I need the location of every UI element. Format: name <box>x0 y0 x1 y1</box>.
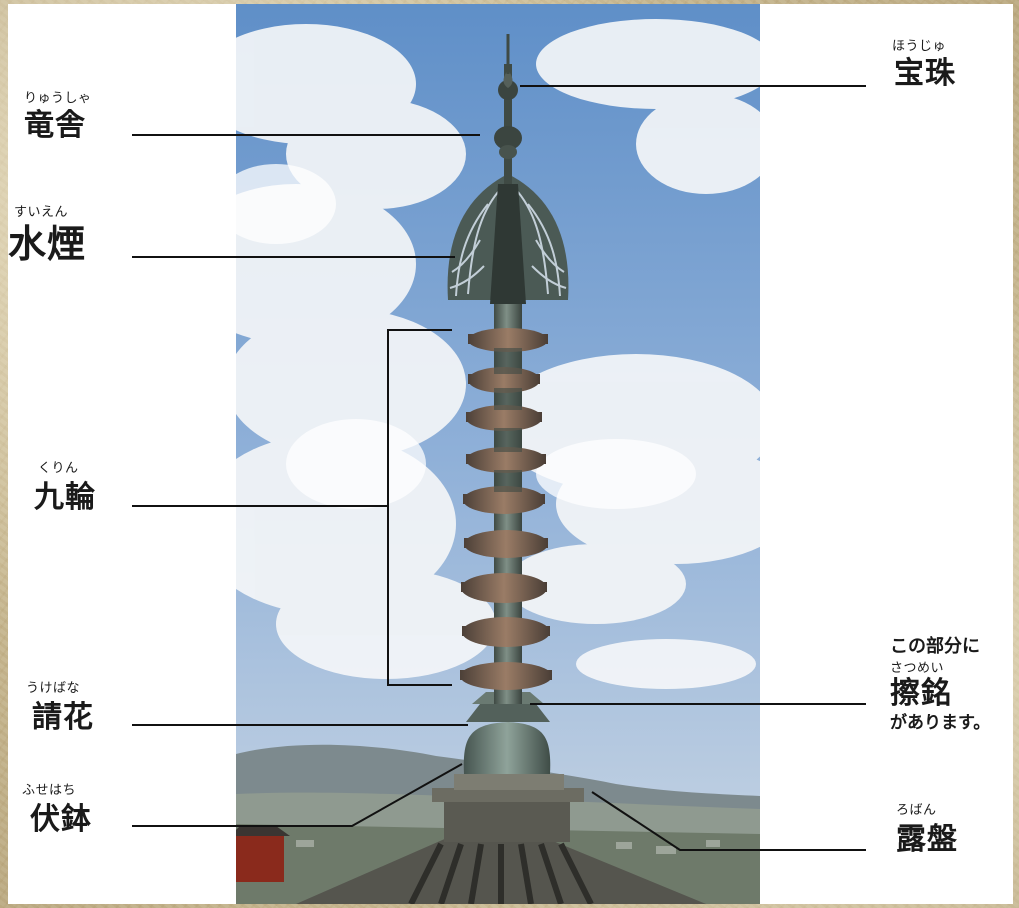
hoju-name: 宝珠 <box>894 56 956 91</box>
bracket-kurin <box>387 329 452 686</box>
fusebachi-ruby: ふせはち <box>22 783 77 798</box>
satsumei-name: 擦銘 <box>890 676 952 711</box>
kurin-ruby: くりん <box>38 461 79 476</box>
leader-roban <box>591 791 866 851</box>
roban-ruby: ろばん <box>896 803 937 818</box>
suien-ruby: すいえん <box>14 205 69 220</box>
ukebana-ruby: うけばな <box>26 681 81 696</box>
ukebana-name: 請花 <box>32 700 94 735</box>
satsumei-ruby: さつめい <box>890 661 945 676</box>
kurin-label: くりん 九輪 <box>34 462 96 513</box>
leader-fusebachi <box>132 763 463 827</box>
ryusha-ruby: りゅうしゃ <box>24 91 92 106</box>
fusebachi-label: ふせはち 伏鉢 <box>22 784 92 835</box>
ryusha-label: りゅうしゃ 竜舎 <box>24 92 92 141</box>
fusebachi-name: 伏鉢 <box>30 802 92 837</box>
satsumei-label: この部分に さつめい 擦銘 があります。 <box>890 638 990 732</box>
ukebana-label: うけばな 請花 <box>26 682 94 733</box>
spire-illustration <box>236 4 760 904</box>
suien-name: 水煙 <box>8 222 87 266</box>
roban-name: 露盤 <box>896 822 958 857</box>
spire-photograph <box>236 4 760 904</box>
satsumei-pre: この部分に <box>890 636 980 657</box>
roban-label: ろばん 露盤 <box>896 804 958 855</box>
hoju-ruby: ほうじゅ <box>892 39 947 54</box>
suien-label: すいえん 水煙 <box>8 205 86 263</box>
kurin-name: 九輪 <box>34 480 96 515</box>
satsumei-post: があります。 <box>890 713 991 733</box>
ryusha-name: 竜舎 <box>24 108 86 143</box>
hoju-label: ほうじゅ 宝珠 <box>892 40 956 89</box>
